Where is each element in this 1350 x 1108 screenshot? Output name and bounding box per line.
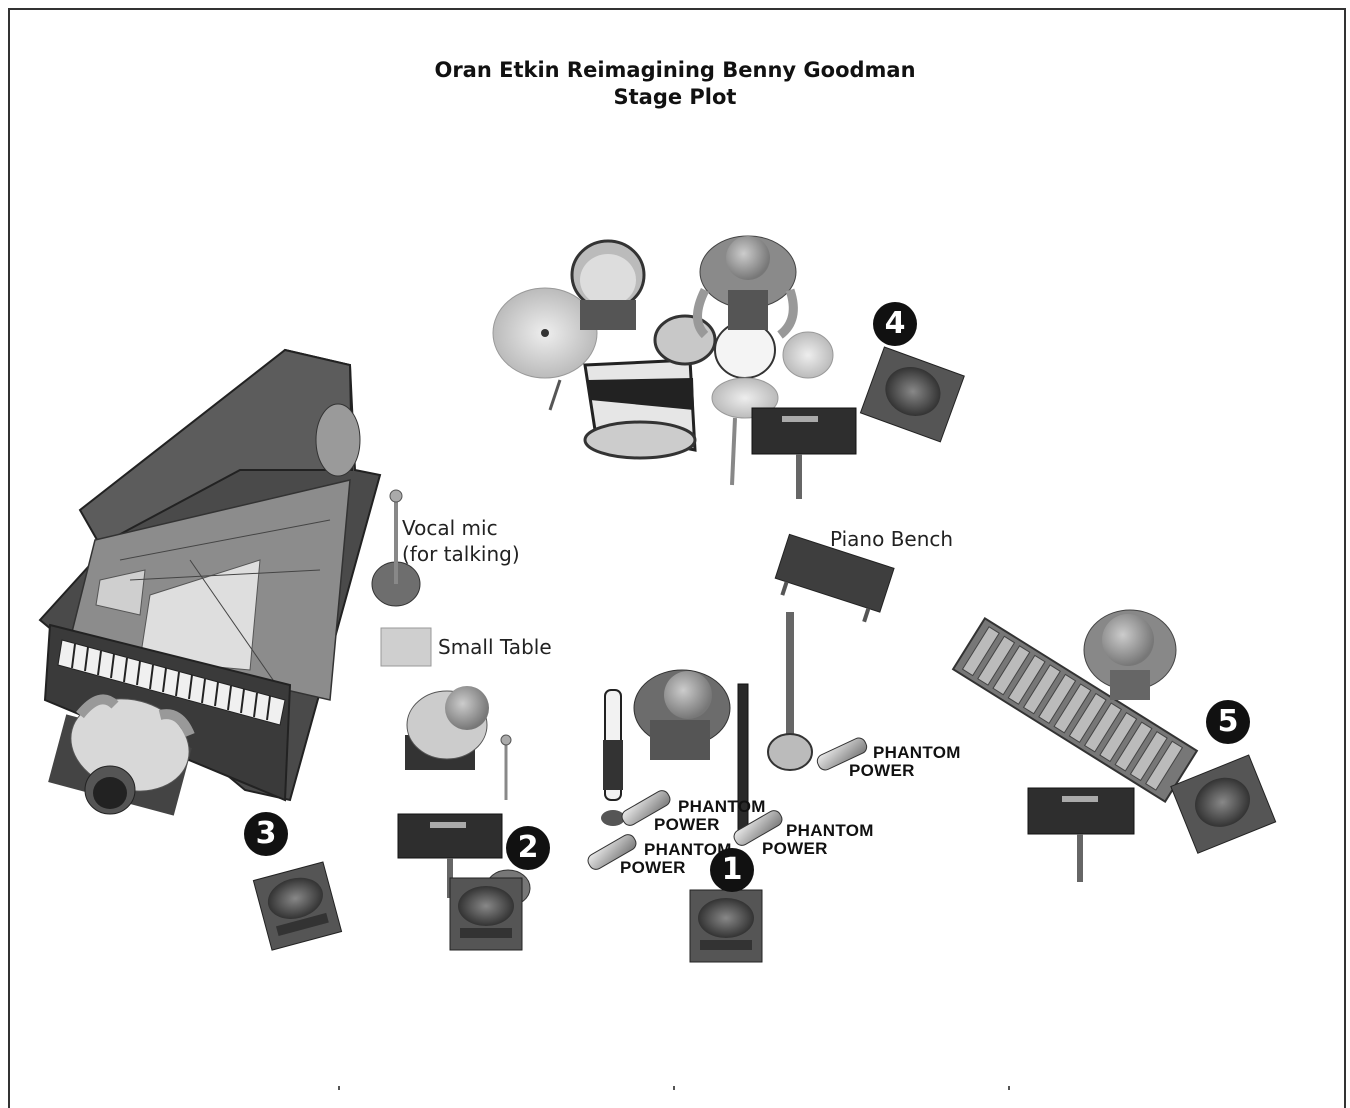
monitor-number-4: 4 <box>873 302 917 346</box>
vocal-mic-label: Vocal mic <box>402 515 498 541</box>
edge-mark-left <box>338 1086 340 1090</box>
performer-1 <box>634 670 730 760</box>
monitor-number-2: 2 <box>506 826 550 870</box>
phantom-sublabel-c: POWER <box>762 840 828 858</box>
monitor-5 <box>1171 755 1276 853</box>
music-stand-vibes <box>1028 788 1134 882</box>
monitor-2 <box>450 878 522 950</box>
performer-2 <box>405 686 511 800</box>
snare <box>715 322 775 378</box>
crash-cymbal <box>783 332 833 378</box>
phantom-sublabel-a: POWER <box>654 816 720 834</box>
bass-clarinet <box>601 690 625 826</box>
small-table-label: Small Table <box>438 634 552 660</box>
phantom-label-c: PHANTOM <box>786 822 874 840</box>
phantom-label-sax: PHANTOM <box>873 744 961 762</box>
phantom-label-a: PHANTOM <box>678 798 766 816</box>
small-table <box>381 628 431 666</box>
vocal-mic-sublabel: (for talking) <box>402 541 520 567</box>
monitor-number-1: 1 <box>710 848 754 892</box>
drummer <box>698 236 797 335</box>
monitor-4 <box>860 347 964 442</box>
monitor-1 <box>690 890 762 962</box>
monitor-3 <box>253 862 341 950</box>
vibraphonist <box>1084 610 1176 700</box>
edge-mark-center <box>673 1086 675 1090</box>
piano-bench-label: Piano Bench <box>830 526 953 552</box>
monitor-number-5: 5 <box>1206 700 1250 744</box>
monitor-number-3: 3 <box>244 812 288 856</box>
edge-mark-right <box>1008 1086 1010 1090</box>
rack-tom <box>655 316 715 364</box>
phantom-sublabel-b: POWER <box>620 859 686 877</box>
music-stand-drums <box>752 408 856 499</box>
saxophone <box>768 612 812 770</box>
phantom-sublabel-sax: POWER <box>849 762 915 780</box>
